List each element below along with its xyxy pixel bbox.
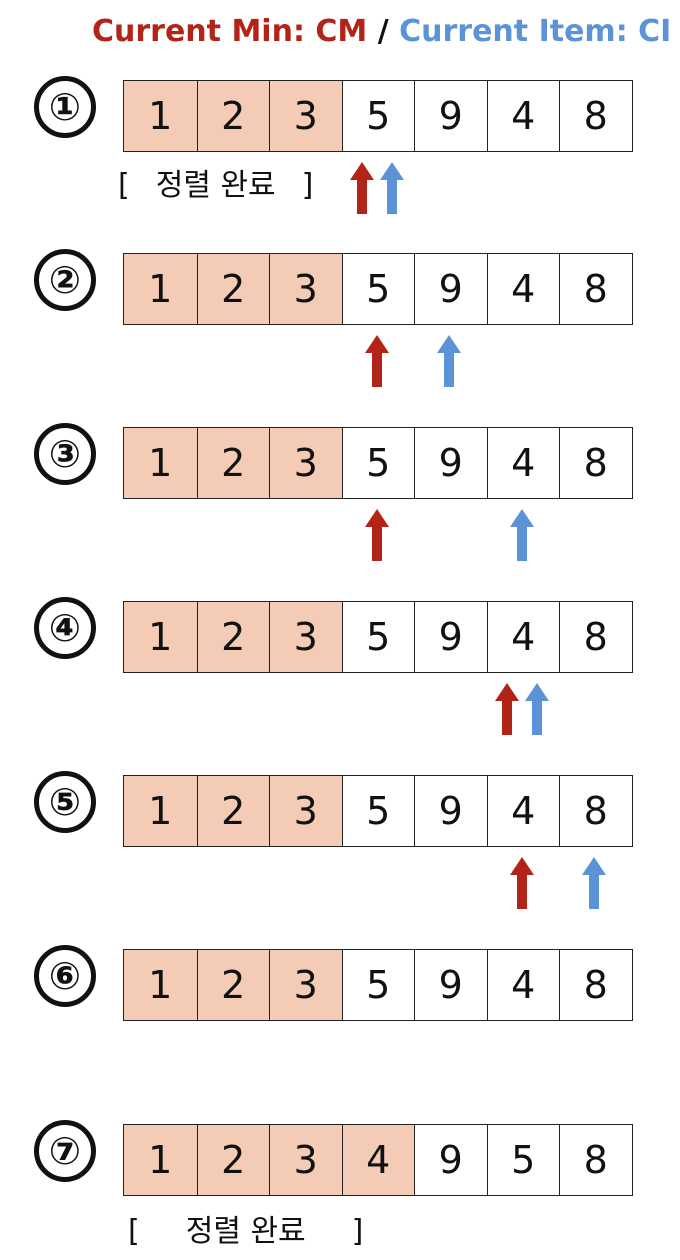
current-item-arrow-icon (379, 162, 404, 214)
array-cell: 9 (414, 254, 487, 324)
array-cell: 9 (414, 776, 487, 846)
array-cell: 8 (559, 1125, 632, 1195)
step-number: ⑤ (34, 771, 96, 833)
array-cell-sorted: 1 (124, 81, 197, 151)
array-cell-sorted: 2 (196, 950, 269, 1020)
array-cell: 9 (414, 81, 487, 151)
array-cell: 5 (341, 81, 415, 151)
array-cell-sorted: 1 (124, 428, 197, 498)
array-cell-sorted: 1 (124, 254, 197, 324)
sorted-bracket-open: [ (118, 168, 130, 203)
current-min-arrow-icon (364, 509, 389, 561)
sorted-bracket-close: ] (301, 168, 314, 203)
current-item-arrow-icon (582, 857, 607, 909)
array-cell: 4 (486, 776, 560, 846)
array-cell-sorted: 2 (196, 81, 269, 151)
current-min-arrow-icon (494, 683, 519, 735)
current-item-arrow-icon (437, 335, 462, 387)
array-cell-sorted: 2 (196, 602, 269, 672)
step-number: ② (34, 249, 96, 311)
array-cell: 5 (341, 602, 415, 672)
array-cell-sorted: 3 (269, 1125, 342, 1195)
current-item-arrow-icon (524, 683, 549, 735)
step-number: ① (34, 76, 96, 138)
legend: Current Min: CM / Current Item: CI (92, 14, 671, 49)
legend-separator: / (367, 14, 400, 49)
sorted-label-text: 정렬 완료 (185, 1214, 306, 1249)
array-cell: 9 (414, 1125, 487, 1195)
array-cell: 4 (486, 254, 560, 324)
array-cell: 5 (341, 254, 415, 324)
array-cell: 8 (559, 776, 632, 846)
array-cell-sorted: 3 (269, 776, 342, 846)
array-cell: 9 (414, 602, 487, 672)
step-number: ③ (34, 423, 96, 485)
sorted-label: [ 정렬 완료] (118, 160, 313, 204)
array-cell-sorted: 1 (124, 776, 197, 846)
array-cell-sorted: 2 (196, 776, 269, 846)
legend-current-item: Current Item: CI (399, 14, 672, 49)
array-cell: 8 (559, 428, 632, 498)
legend-current-min: Current Min: CM (92, 14, 368, 49)
array-cell-sorted: 1 (124, 950, 197, 1020)
current-min-arrow-icon (509, 857, 534, 909)
sorted-bracket-open: [ (128, 1214, 140, 1249)
array-cell-sorted: 1 (124, 602, 197, 672)
array-cell: 8 (559, 81, 632, 151)
step-number: ⑥ (34, 945, 96, 1007)
current-min-arrow-icon (364, 335, 389, 387)
sorted-bracket-close: ] (351, 1214, 364, 1249)
current-min-arrow-icon (349, 162, 374, 214)
array-cell: 5 (341, 428, 415, 498)
array-cell-sorted: 2 (196, 428, 269, 498)
array-cell: 5 (341, 950, 415, 1020)
array-cell-sorted: 3 (269, 602, 342, 672)
array-cell-sorted: 1 (124, 1125, 197, 1195)
sorted-label-text: 정렬 완료 (155, 168, 276, 203)
array-cell-sorted: 3 (269, 950, 342, 1020)
array-cell: 5 (341, 776, 415, 846)
array-cell: 8 (559, 254, 632, 324)
array-cell: 4 (486, 602, 560, 672)
array-cell-sorted: 2 (196, 254, 269, 324)
array-cell: 4 (486, 428, 560, 498)
array-cell: 4 (486, 950, 560, 1020)
array-cell: 4 (486, 81, 560, 151)
current-item-arrow-icon (509, 509, 534, 561)
sorted-label: [ 정렬 완료] (128, 1206, 363, 1250)
array-cell-sorted: 2 (196, 1125, 269, 1195)
array-cell: 5 (486, 1125, 560, 1195)
array-cell-sorted: 3 (269, 81, 342, 151)
array-cell: 9 (414, 950, 487, 1020)
array-cell: 8 (559, 602, 632, 672)
array-cell: 8 (559, 950, 632, 1020)
array-cell-sorted: 3 (269, 428, 342, 498)
array-cell: 9 (414, 428, 487, 498)
array-cell-sorted: 3 (269, 254, 342, 324)
array-cell-sorted: 4 (341, 1125, 414, 1195)
step-number: ⑦ (34, 1120, 96, 1182)
step-number: ④ (34, 597, 96, 659)
